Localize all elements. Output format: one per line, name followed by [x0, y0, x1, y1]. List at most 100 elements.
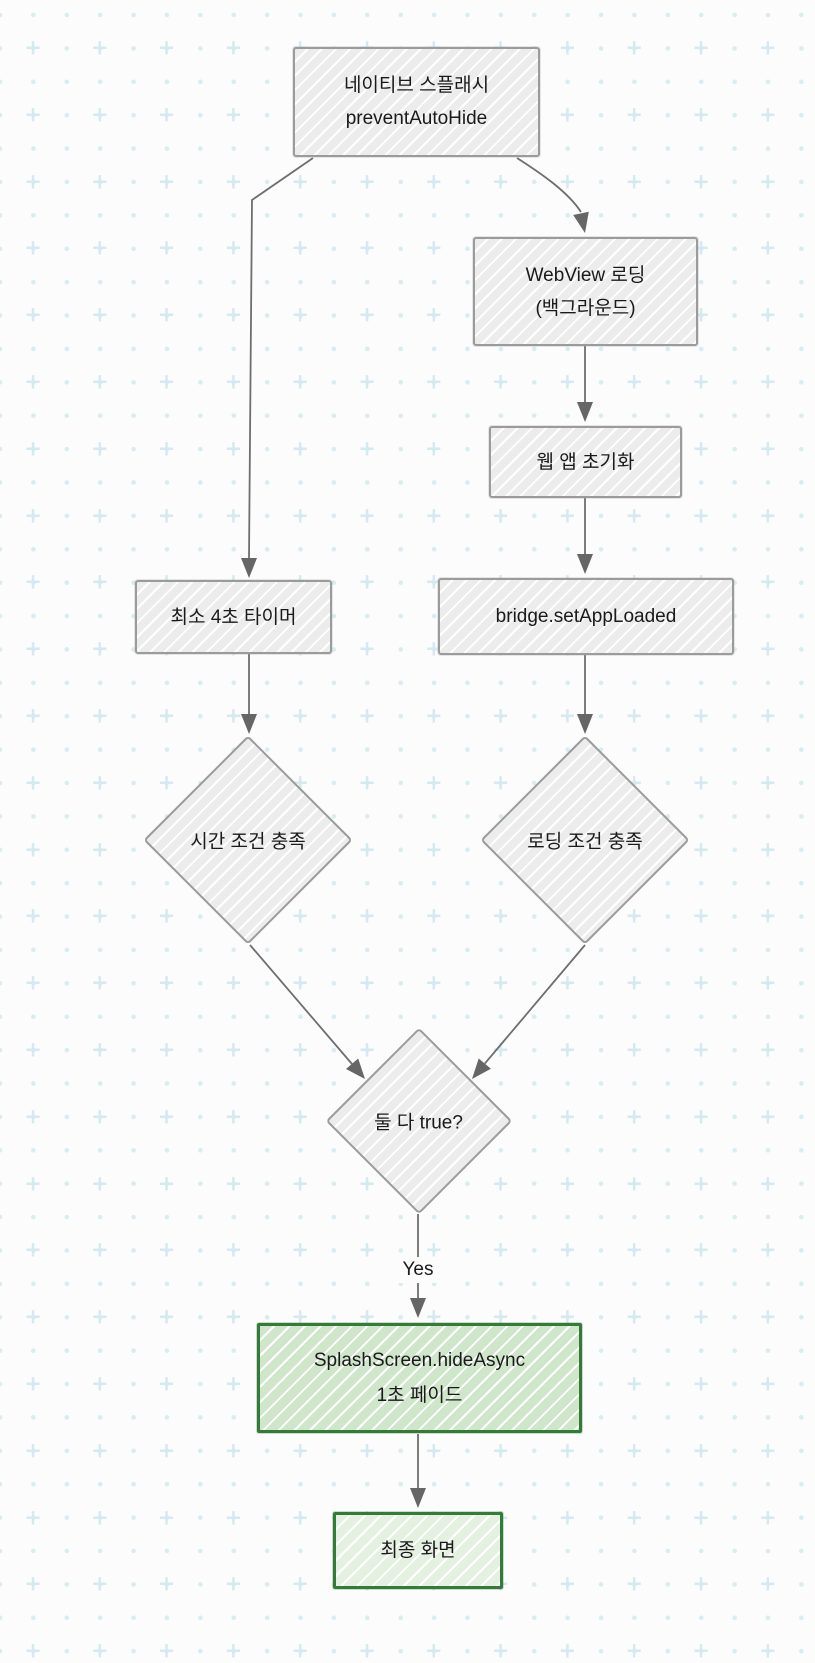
grid-plus-glyph: + — [90, 1571, 109, 1596]
grid-plus-glyph: + — [625, 503, 643, 528]
node-native-splash-line1: 네이티브 스플래시 — [343, 75, 490, 96]
grid-plus-glyph: + — [90, 1371, 109, 1396]
grid-plus-glyph: + — [758, 1171, 777, 1196]
grid-plus-glyph: + — [157, 1037, 176, 1062]
grid-plus-glyph: + — [291, 169, 309, 194]
grid-plus-glyph: + — [358, 169, 376, 194]
grid-plus-glyph: + — [424, 1438, 443, 1463]
grid-plus-glyph: + — [291, 1505, 309, 1530]
node-loading-condition: 로딩 조건 충족 — [480, 735, 690, 945]
grid-plus-glyph: + — [491, 1237, 510, 1262]
grid-plus-glyph: + — [491, 1638, 510, 1663]
grid-plus-glyph: + — [358, 903, 376, 928]
grid-plus-glyph: + — [692, 1505, 710, 1530]
grid-plus-glyph: + — [358, 837, 376, 862]
grid-plus-glyph: + — [558, 102, 577, 127]
grid-plus-glyph: + — [424, 369, 443, 394]
grid-plus-glyph: + — [24, 302, 42, 327]
grid-plus-glyph: + — [758, 1571, 777, 1596]
grid-plus-glyph: + — [157, 169, 176, 194]
grid-plus-glyph: + — [758, 1638, 777, 1663]
grid-plus-glyph: + — [625, 1571, 643, 1596]
grid-plus-glyph: + — [90, 903, 109, 928]
grid-plus-glyph: + — [558, 970, 577, 995]
grid-plus-glyph: + — [424, 436, 443, 461]
grid-plus-glyph: + — [558, 1505, 577, 1530]
grid-plus-glyph: + — [625, 102, 643, 127]
node-min-timer-label: 최소 4초 타이머 — [170, 606, 297, 628]
grid-plus-glyph: + — [24, 703, 42, 728]
edge-bridge-to-loadcond-head — [577, 714, 593, 734]
grid-plus-glyph: + — [224, 169, 243, 194]
grid-plus-glyph: + — [692, 503, 710, 528]
grid-plus-glyph: + — [224, 102, 243, 127]
grid-plus-glyph: + — [758, 703, 777, 728]
grid-plus-glyph: + — [90, 169, 109, 194]
grid-plus-glyph: + — [224, 970, 243, 995]
grid-plus-glyph: + — [24, 369, 42, 394]
grid-plus-glyph: + — [758, 1037, 777, 1062]
grid-plus-glyph: + — [692, 1237, 710, 1262]
grid-plus-glyph: + — [291, 369, 309, 394]
grid-plus-glyph: + — [157, 1505, 176, 1530]
grid-plus-glyph: + — [224, 1171, 243, 1196]
grid-plus-glyph: + — [491, 503, 510, 528]
grid-plus-glyph: + — [692, 169, 710, 194]
grid-plus-glyph: + — [90, 1638, 109, 1663]
grid-plus-glyph: + — [758, 102, 777, 127]
grid-plus-glyph: + — [24, 503, 42, 528]
grid-plus-glyph: + — [291, 970, 309, 995]
edge-init-to-bridge-head — [577, 554, 593, 574]
grid-plus-glyph: + — [558, 1171, 577, 1196]
grid-plus-glyph: + — [90, 1304, 109, 1329]
grid-plus-glyph: + — [224, 1438, 243, 1463]
grid-plus-glyph: + — [692, 1304, 710, 1329]
grid-plus-glyph: + — [224, 1304, 243, 1329]
grid-plus-glyph: + — [758, 302, 777, 327]
grid-plus-glyph: + — [424, 235, 443, 260]
grid-plus-glyph: + — [758, 1237, 777, 1262]
grid-plus-glyph: + — [758, 503, 777, 528]
grid-plus-glyph: + — [558, 1571, 577, 1596]
grid-plus-glyph: + — [625, 369, 643, 394]
node-webview-loading-line1: WebView 로딩 — [525, 264, 646, 286]
grid-plus-glyph: + — [558, 1638, 577, 1663]
grid-plus-glyph: + — [692, 1438, 710, 1463]
grid-plus-glyph: + — [90, 302, 109, 327]
grid-plus-glyph: + — [24, 837, 42, 862]
grid-plus-glyph: + — [291, 1638, 309, 1663]
grid-plus-glyph: + — [625, 1638, 643, 1663]
grid-plus-glyph: + — [625, 35, 643, 60]
grid-plus-glyph: + — [625, 169, 643, 194]
grid-plus-glyph: + — [24, 35, 42, 60]
grid-plus-glyph: + — [291, 703, 309, 728]
grid-plus-glyph: + — [358, 970, 376, 995]
node-time-condition: 시간 조건 충족 — [143, 735, 353, 945]
grid-plus-glyph: + — [24, 1037, 42, 1062]
grid-plus-glyph: + — [692, 1371, 710, 1396]
grid-plus-glyph: + — [224, 436, 243, 461]
grid-plus-glyph: + — [491, 1438, 510, 1463]
grid-plus-glyph: + — [692, 703, 710, 728]
grid-plus-glyph: + — [291, 503, 309, 528]
edge-webview-to-init-head — [577, 402, 593, 422]
grid-plus-glyph: + — [157, 503, 176, 528]
grid-plus-glyph: + — [157, 1304, 176, 1329]
grid-plus-glyph: + — [692, 837, 710, 862]
grid-plus-glyph: + — [291, 1104, 309, 1129]
grid-plus-glyph: + — [558, 369, 577, 394]
grid-plus-glyph: + — [358, 503, 376, 528]
edge-splash-to-timer-head — [241, 558, 257, 578]
grid-plus-glyph: + — [424, 503, 443, 528]
grid-plus-glyph: + — [424, 837, 443, 862]
grid-plus-glyph: + — [758, 970, 777, 995]
grid-plus-glyph: + — [24, 102, 42, 127]
edge-splash-to-webview-head — [573, 211, 589, 233]
grid-plus-glyph: + — [692, 1171, 710, 1196]
grid-plus-glyph: + — [90, 369, 109, 394]
grid-plus-glyph: + — [291, 1438, 309, 1463]
grid-plus-glyph: + — [224, 1371, 243, 1396]
node-webview-loading: WebView 로딩 (백그라운드) — [473, 237, 698, 346]
grid-plus-glyph: + — [692, 35, 710, 60]
